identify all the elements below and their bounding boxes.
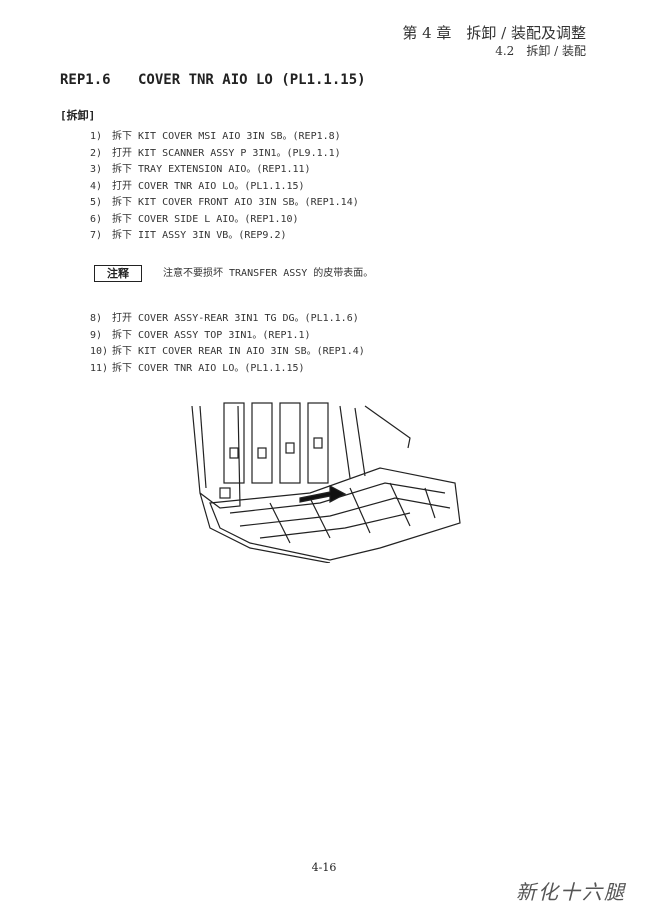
step-item: 2)打开 KIT SCANNER ASSY P 3IN1。(PL9.1.1) [90,147,341,159]
procedure-name: COVER TNR AIO LO (PL1.1.15) [138,72,366,88]
printer-illustration [191,402,461,563]
page-number: 4-16 [311,861,337,874]
step-item: 1)拆下 KIT COVER MSI AIO 3IN SB。(REP1.8) [90,131,341,142]
step-item: 9)拆下 COVER ASSY TOP 3IN1。(REP1.1) [90,329,311,341]
section-header: 4.2 拆卸 / 装配 [495,44,586,58]
step-item: 7)拆下 IIT ASSY 3IN VB。(REP9.2) [90,230,287,241]
steps-list-b: 8)打开 COVER ASSY-REAR 3IN1 TG DG。(PL1.1.6… [90,311,365,377]
step-item: 3)拆下 TRAY EXTENSION AIO。(REP1.11) [90,164,311,175]
note-label: 注释 [94,265,142,282]
step-item: 10)拆下 KIT COVER REAR IN AIO 3IN SB。(REP1… [90,346,365,357]
procedure-code: REP1.6 [60,72,111,88]
subsection-label: [拆卸] [60,109,96,122]
steps-list-a: 1)拆下 KIT COVER MSI AIO 3IN SB。(REP1.8) 2… [90,129,359,245]
step-item: 5)拆下 KIT COVER FRONT AIO 3IN SB。(REP1.14… [90,197,359,208]
watermark: 新化十六腿 [516,880,626,904]
step-item: 4)打开 COVER TNR AIO LO。(PL1.1.15) [90,180,305,192]
chapter-header: 第 4 章 拆卸 / 装配及调整 [402,24,586,42]
procedure-title: REP1.6 COVER TNR AIO LO (PL1.1.15) [60,72,366,88]
note-text: 注意不要损坏 TRANSFER ASSY 的皮带表面。 [163,268,374,279]
step-item: 11)拆下 COVER TNR AIO LO。(PL1.1.15) [90,362,305,374]
step-item: 6)拆下 COVER SIDE L AIO。(REP1.10) [90,213,299,225]
step-item: 8)打开 COVER ASSY-REAR 3IN1 TG DG。(PL1.1.6… [90,313,359,324]
